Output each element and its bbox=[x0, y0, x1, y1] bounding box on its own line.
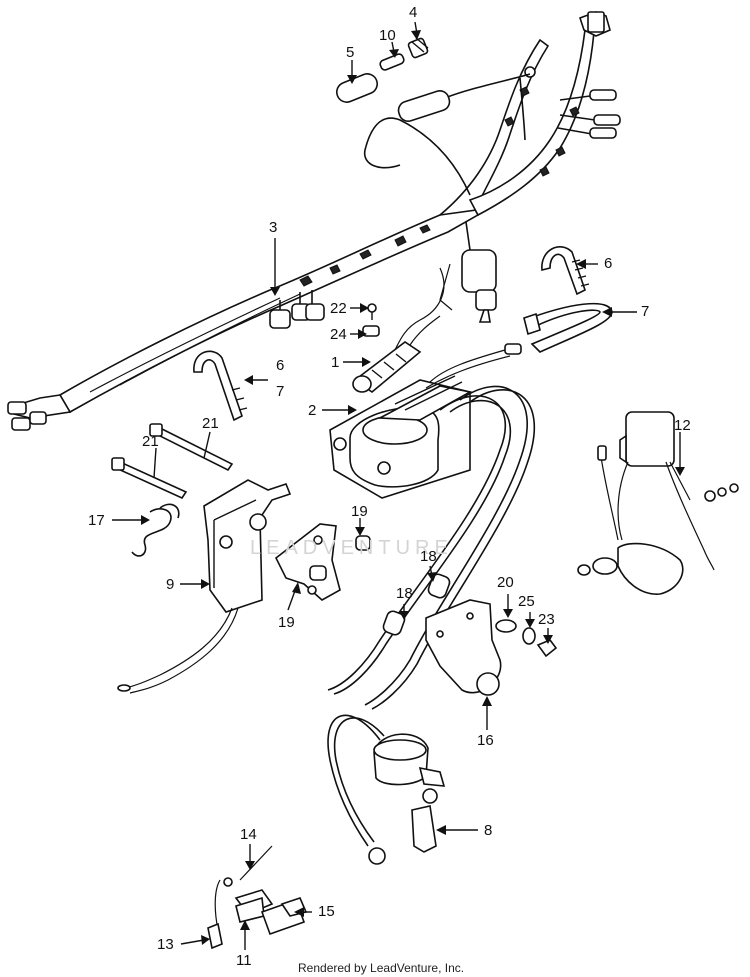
callout-7: 7 bbox=[641, 303, 650, 320]
callout-6-left: 6 bbox=[276, 357, 285, 374]
starter-relay bbox=[577, 411, 739, 595]
bolts bbox=[111, 423, 234, 500]
band-clamps bbox=[193, 246, 613, 422]
callout-6: 6 bbox=[604, 255, 613, 272]
callout-15: 15 bbox=[318, 903, 335, 920]
callout-21-lower: 21 bbox=[142, 433, 159, 450]
callout-14: 14 bbox=[240, 826, 257, 843]
callout-18-lower: 18 bbox=[396, 585, 413, 602]
callout-4: 4 bbox=[409, 4, 418, 21]
callout-1: 1 bbox=[331, 354, 340, 371]
spring-clip bbox=[131, 503, 180, 557]
callout-21: 21 bbox=[202, 415, 219, 432]
callout-18: 18 bbox=[420, 548, 437, 565]
callout-8: 8 bbox=[484, 822, 493, 839]
connector-1 bbox=[352, 303, 441, 394]
callout-3: 3 bbox=[269, 219, 278, 236]
callout-12: 12 bbox=[674, 417, 691, 434]
wire-harness bbox=[7, 11, 621, 431]
ignition-coil bbox=[327, 343, 536, 710]
callout-9: 9 bbox=[166, 576, 175, 593]
callout-19-lower: 19 bbox=[278, 614, 295, 631]
ignition-switch bbox=[327, 714, 446, 865]
bracket-9 bbox=[117, 479, 292, 694]
small-parts bbox=[207, 845, 308, 950]
callout-2: 2 bbox=[308, 402, 317, 419]
watermark: LEADVENTURE bbox=[250, 537, 453, 559]
callout-23: 23 bbox=[538, 611, 555, 628]
fuse-parts bbox=[336, 37, 429, 103]
callout-10: 10 bbox=[379, 27, 396, 44]
leader-lines bbox=[112, 21, 685, 950]
callout-11: 11 bbox=[236, 952, 252, 969]
callout-17: 17 bbox=[88, 512, 105, 529]
bracket-19 bbox=[274, 523, 371, 601]
callout-13: 13 bbox=[157, 936, 174, 953]
callout-25: 25 bbox=[518, 593, 535, 610]
callout-19: 19 bbox=[351, 503, 368, 520]
callout-20: 20 bbox=[497, 574, 514, 591]
callout-16: 16 bbox=[477, 732, 494, 749]
callout-24: 24 bbox=[330, 326, 347, 343]
callout-7-left: 7 bbox=[276, 383, 285, 400]
bracket-16 bbox=[425, 599, 558, 696]
callout-22: 22 bbox=[330, 300, 347, 317]
callout-5: 5 bbox=[346, 44, 355, 61]
credit-footer: Rendered by LeadVenture, Inc. bbox=[298, 961, 465, 975]
